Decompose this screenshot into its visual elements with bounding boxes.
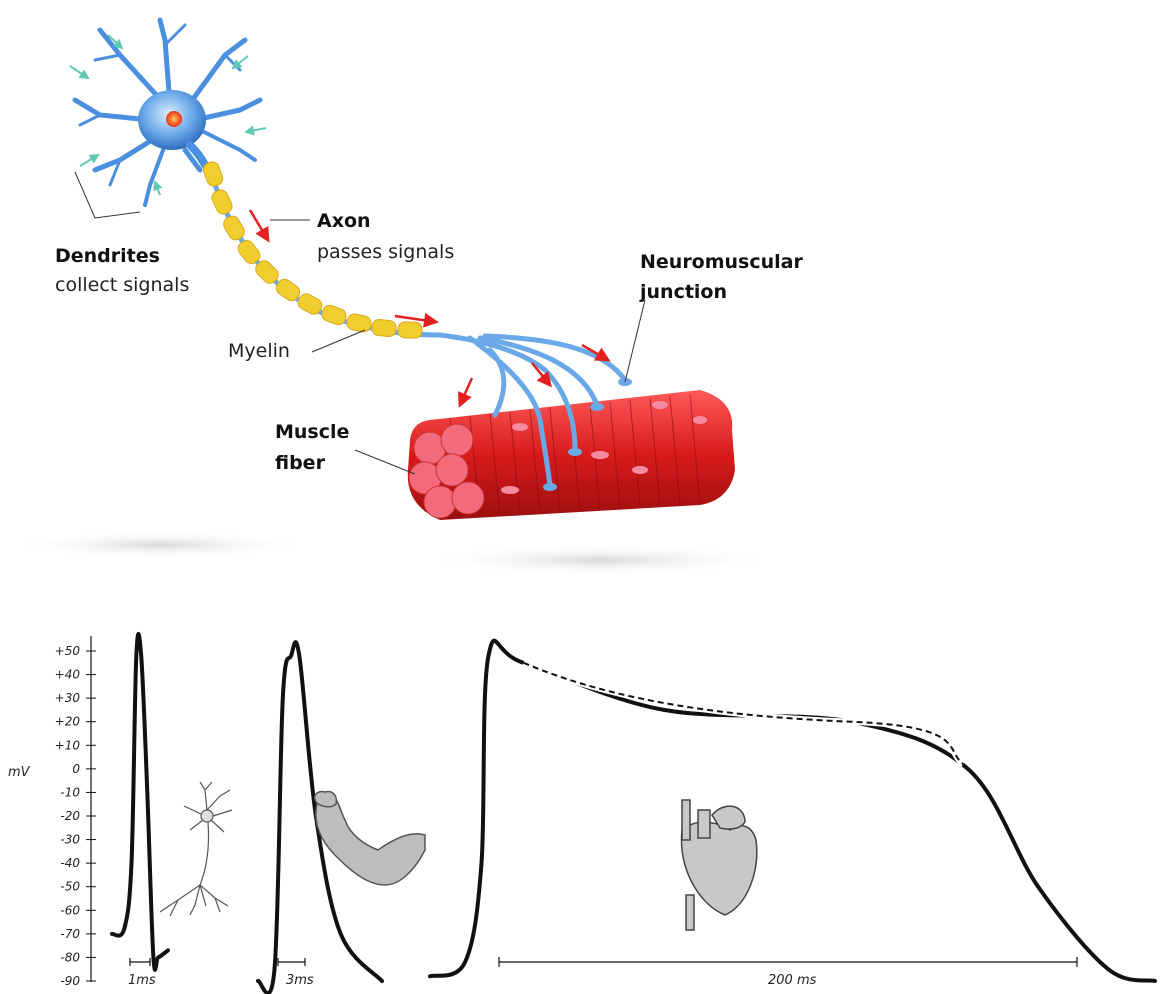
neuron-icon: [159, 781, 233, 917]
muscle-pointer: [354, 449, 416, 475]
dendrites-pointer: [74, 171, 141, 219]
myelin-pointer: [311, 329, 366, 353]
axon-terminals: [437, 332, 628, 488]
y-tick-label: -20: [60, 809, 80, 823]
cardiac-plateau-mask: [522, 660, 966, 767]
neuron-action-potential: [110, 631, 170, 972]
y-ticks: +50 +40 +30 +20 +10 0 -10 -20 -30 -40 -50 -60 -70 -80…: [55, 644, 96, 988]
y-tick-label: -80: [60, 950, 80, 964]
dendrites-title: Dendrites: [55, 245, 160, 267]
cardiac-plateau-dashed: [523, 661, 964, 765]
y-tick-label: +50: [55, 644, 81, 658]
muscle-label-line2: fiber: [275, 452, 326, 474]
myelin-sheath: [202, 161, 423, 339]
y-tick-label: -50: [60, 880, 80, 894]
y-tick-label: +30: [55, 691, 81, 705]
y-tick-label: -10: [60, 785, 80, 799]
y-tick-label: -90: [60, 974, 80, 988]
muscle-label-line1: Muscle: [275, 421, 349, 443]
signal-arrows-icon: [69, 34, 267, 196]
shadow: [10, 531, 310, 559]
duration-label-neuron: 1ms: [128, 973, 156, 988]
traces: [110, 631, 1157, 994]
y-axis-label: mV: [8, 765, 31, 780]
myelin-label: Myelin: [228, 340, 290, 362]
y-tick-label: -30: [60, 833, 80, 847]
axon-title: Axon: [317, 210, 371, 232]
shadow: [420, 544, 780, 576]
heart-icon: [680, 799, 758, 931]
skeletal-action-potential: [256, 640, 384, 994]
dendrites-desc: collect signals: [55, 274, 189, 296]
nucleus: [166, 111, 182, 127]
nmj-label-line2: junction: [639, 281, 727, 303]
y-tick-label: -70: [60, 927, 80, 941]
nmj-pointer: [624, 299, 646, 383]
y-tick-label: +10: [55, 738, 81, 752]
neuron-illustration: Dendrites collect signals Axon passes si…: [10, 17, 803, 576]
y-tick-label: -60: [60, 903, 80, 917]
y-tick-label: -40: [60, 856, 80, 870]
duration-label-cardiac: 200 ms: [768, 973, 817, 988]
y-tick-label: +40: [55, 668, 81, 682]
axon-desc: passes signals: [317, 241, 454, 263]
duration-label-skeletal: 3ms: [286, 973, 314, 988]
cardiac-action-potential: [428, 638, 1157, 983]
action-potential-chart: +50 +40 +30 +20 +10 0 -10 -20 -30 -40 -50 -60 -70 -80…: [8, 631, 1157, 994]
y-tick-label: 0: [72, 762, 80, 776]
dendrites-icon: [72, 17, 263, 207]
arm-icon: [313, 790, 426, 886]
signal-direction-arrows: [248, 209, 611, 408]
nmj-label-line1: Neuromuscular: [640, 251, 803, 273]
y-tick-label: +20: [55, 715, 81, 729]
